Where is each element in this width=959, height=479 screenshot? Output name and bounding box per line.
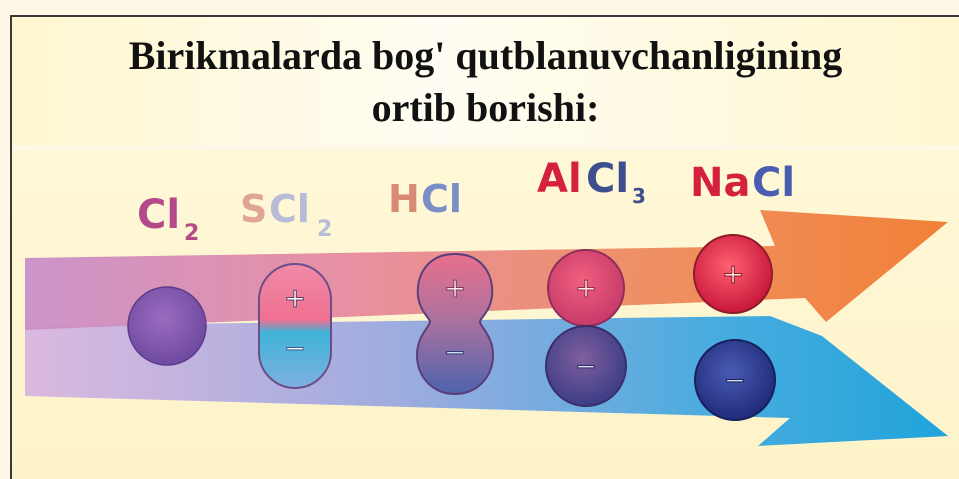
formula-cl2-symbol: Cl <box>137 192 180 238</box>
formula-nacl-cl: Cl <box>752 160 795 206</box>
formula-alcl3-al: Al <box>537 156 582 202</box>
nacl-positive-charge: + <box>723 256 743 294</box>
alcl3-molecule: + − <box>545 249 627 407</box>
cl2-molecule <box>127 286 207 366</box>
formula-scl2-s: S <box>240 187 267 231</box>
formula-hcl-h: H <box>388 177 420 221</box>
alcl3-negative-charge: − <box>576 348 596 386</box>
scl2-negative-charge: − <box>285 330 305 368</box>
nacl-positive-ion <box>693 234 773 314</box>
title-line-2: ortib borishi: <box>371 85 600 130</box>
title-band <box>12 17 959 145</box>
nacl-molecule: + − <box>693 234 776 421</box>
frame-border-top <box>10 15 959 17</box>
frame-border-left <box>10 15 12 479</box>
formula-alcl3-subscript: 3 <box>632 184 646 208</box>
page-title: Birikmalarda bog' qutblanuvchanligining … <box>12 30 959 134</box>
formula-scl2-cl: Cl <box>269 187 310 231</box>
formula-nacl-na: Na <box>690 160 750 206</box>
formula-nacl: Na Cl <box>690 160 795 206</box>
nacl-negative-ion <box>694 339 776 421</box>
alcl3-positive-charge: + <box>576 270 596 308</box>
scl2-positive-charge: + <box>285 280 305 318</box>
formula-hcl: H Cl <box>388 177 462 221</box>
formula-alcl3-cl: Cl <box>586 156 629 202</box>
nacl-negative-charge: − <box>725 362 745 400</box>
title-line-1: Birikmalarda bog' qutblanuvchanligining <box>128 33 843 78</box>
hcl-positive-charge: + <box>445 270 465 308</box>
formula-cl2: Cl 2 <box>137 192 199 246</box>
formula-cl2-subscript: 2 <box>184 221 199 246</box>
formula-hcl-cl: Cl <box>421 177 462 221</box>
scl2-molecule: + − <box>258 263 332 389</box>
hcl-molecule: + − <box>415 252 495 396</box>
formula-scl2: S Cl 2 <box>240 187 332 242</box>
hcl-negative-charge: − <box>445 334 465 372</box>
alcl3-negative-sphere <box>545 325 627 407</box>
formula-scl2-subscript: 2 <box>317 217 332 242</box>
formula-alcl3: Al Cl 3 <box>537 156 646 208</box>
